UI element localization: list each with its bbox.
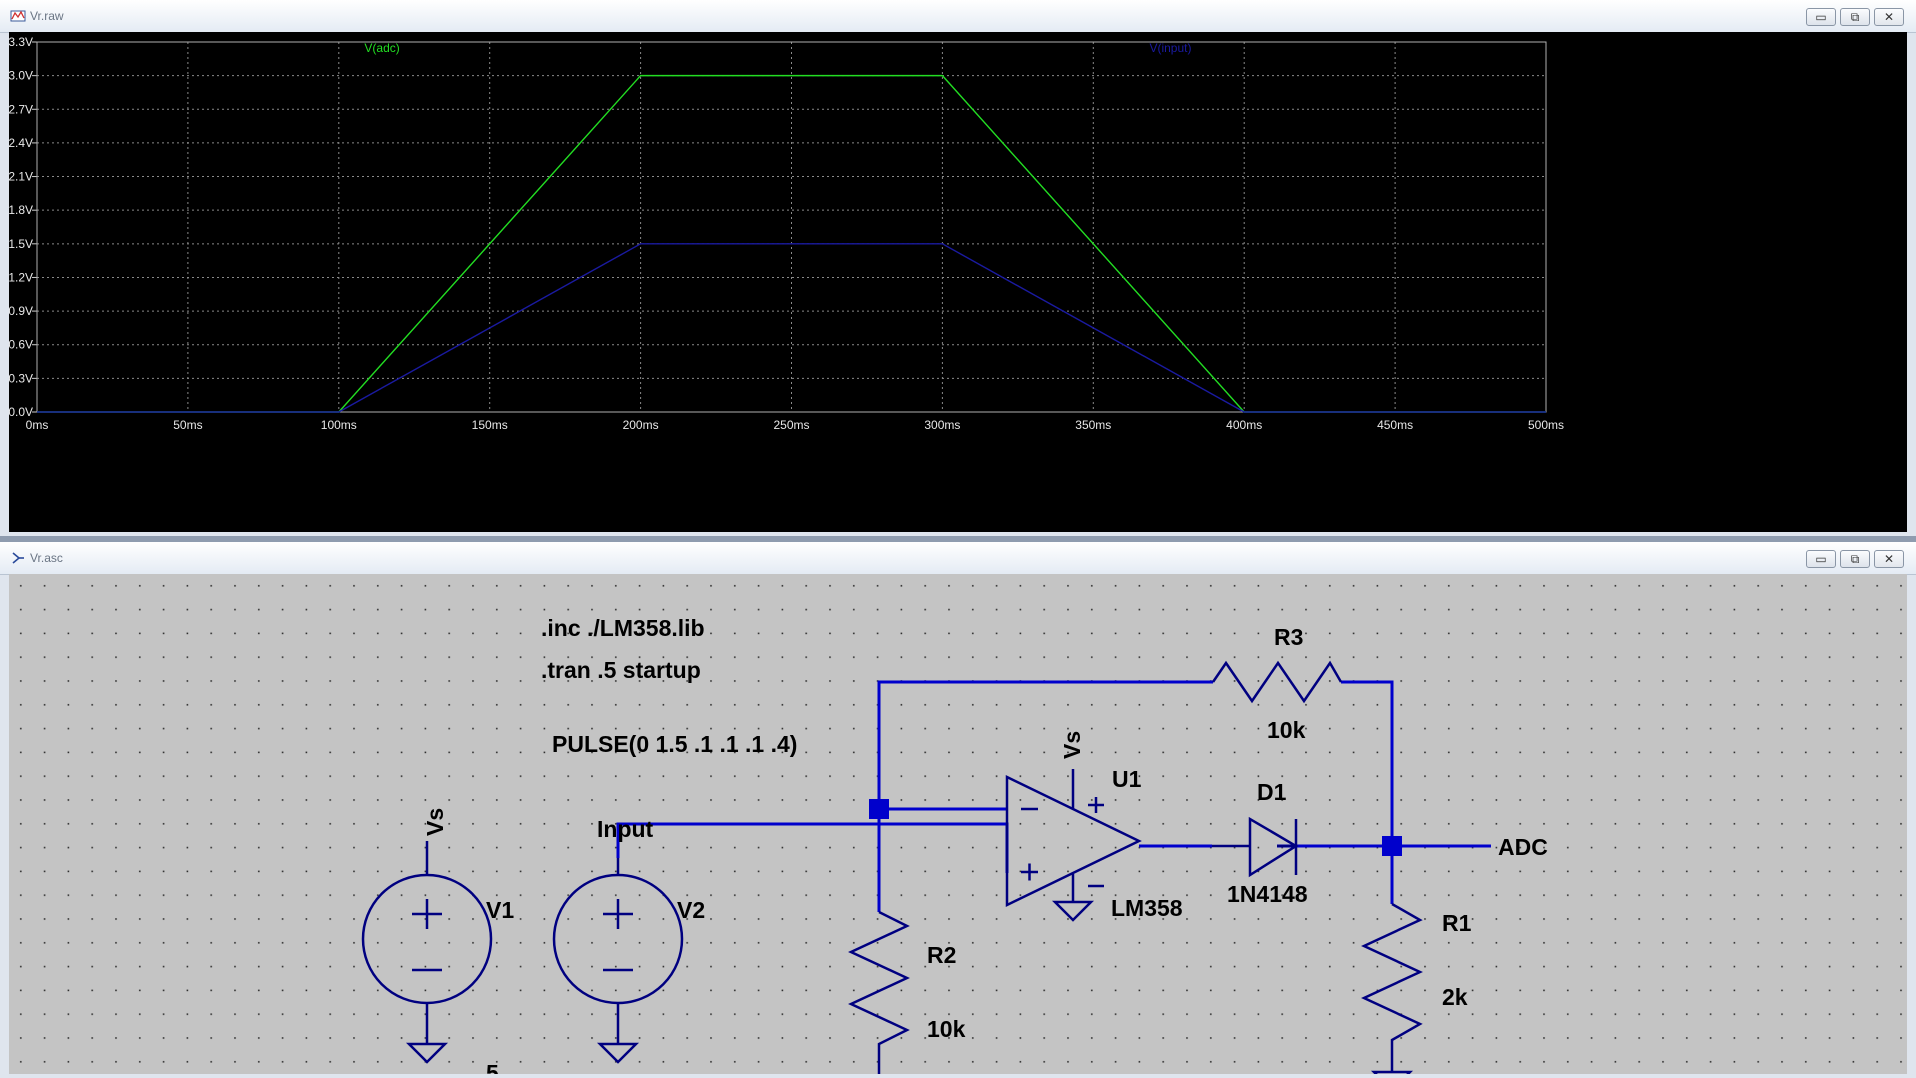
v1-node-label: Vs <box>422 808 448 836</box>
r2-resistor-symbol[interactable] <box>848 910 910 1074</box>
y-tick-label: 1.8V <box>9 203 33 217</box>
y-tick-label: 0.0V <box>9 405 33 419</box>
r1-value: 2k <box>1442 984 1468 1010</box>
junction-dot <box>1382 836 1402 856</box>
x-tick-label: 150ms <box>472 418 508 432</box>
r1-name: R1 <box>1442 910 1472 936</box>
x-tick-label: 0ms <box>26 418 49 432</box>
minimize-button[interactable]: ▭ <box>1806 8 1836 26</box>
x-tick-label: 300ms <box>924 418 960 432</box>
schematic-titlebar[interactable]: Vr.asc ▭ ⧉ ✕ <box>0 542 1916 575</box>
y-tick-label: 1.2V <box>9 270 33 284</box>
u1-model: LM358 <box>1111 895 1183 921</box>
plot-background <box>9 32 1907 532</box>
include-directive[interactable]: .inc ./LM358.lib <box>541 615 705 641</box>
v1-plus-mark <box>412 899 442 929</box>
x-tick-label: 350ms <box>1075 418 1111 432</box>
d1-name: D1 <box>1257 779 1287 805</box>
trace-label[interactable]: V(input) <box>1149 41 1191 55</box>
y-tick-label: 2.4V <box>9 136 33 150</box>
components[interactable] <box>361 660 1423 1074</box>
y-tick-label: 1.5V <box>9 237 33 251</box>
y-tick-label: 0.9V <box>9 304 33 318</box>
u1-noninverting-mark <box>1021 863 1038 881</box>
plot-frame <box>36 41 1547 413</box>
schematic-window-title: Vr.asc <box>30 551 63 565</box>
waveform-window-title: Vr.raw <box>30 9 64 23</box>
polarity-marks <box>412 797 1104 972</box>
adc-net-label[interactable]: ADC <box>1498 834 1548 860</box>
close-button[interactable]: ✕ <box>1874 8 1904 26</box>
ground-icon <box>1370 1070 1414 1074</box>
feedback-wire-right[interactable] <box>1341 680 1394 893</box>
ground-icon <box>1051 900 1095 922</box>
y-tick-label: 0.3V <box>9 371 33 385</box>
schematic-window: Vr.asc ▭ ⧉ ✕ .inc ./LM358.lib .tran .5 s… <box>0 542 1916 1078</box>
trace-label[interactable]: V(adc) <box>364 41 399 55</box>
x-tick-label: 50ms <box>173 418 202 432</box>
x-axis-labels: 0ms 50ms 100ms 150ms 200ms 250ms 300ms 350ms 400… <box>26 418 1564 432</box>
r1-resistor-symbol[interactable] <box>1361 902 1423 1072</box>
d1-model: 1N4148 <box>1227 881 1308 907</box>
y-axis-labels: 3.3V 3.0V 2.7V 2.4V 2.1V 1.8V 1.5V 1.2V 0.9V 0.6V… <box>9 35 33 419</box>
r2-name: R2 <box>927 942 956 968</box>
x-tick-label: 500ms <box>1528 418 1564 432</box>
v2-plus-mark <box>603 899 633 929</box>
close-button[interactable]: ✕ <box>1874 550 1904 568</box>
y-tick-label: 2.7V <box>9 102 33 116</box>
ground-symbols <box>405 900 1414 1074</box>
u1-vplus-mark <box>1088 797 1104 813</box>
pulse-source-value[interactable]: PULSE(0 1.5 .1 .1 .1 .4) <box>552 731 797 757</box>
input-net-label[interactable]: Input <box>597 816 654 842</box>
y-tick-label: 3.3V <box>9 35 33 49</box>
plot-traces <box>37 74 1546 413</box>
schematic-app-icon <box>12 552 24 564</box>
r3-value: 10k <box>1267 717 1306 743</box>
minimize-button[interactable]: ▭ <box>1806 550 1836 568</box>
v2-name: V2 <box>677 897 705 923</box>
restore-button[interactable]: ⧉ <box>1840 550 1870 568</box>
y-tick-label: 2.1V <box>9 170 33 184</box>
y-tick-label: 0.6V <box>9 338 33 352</box>
r2-value: 10k <box>927 1016 966 1042</box>
x-tick-label: 100ms <box>321 418 357 432</box>
x-tick-label: 200ms <box>623 418 659 432</box>
d1-diode-symbol[interactable] <box>1212 816 1299 878</box>
ground-icon <box>596 1042 640 1064</box>
r3-resistor-symbol[interactable] <box>1211 660 1343 704</box>
r3-name: R3 <box>1274 624 1303 650</box>
tran-directive[interactable]: .tran .5 startup <box>541 657 701 683</box>
trace-vinput <box>37 243 1546 413</box>
x-tick-label: 250ms <box>773 418 809 432</box>
waveform-window: Vr.raw ▭ ⧉ ✕ 3.3V 3.0V 2.7V 2.4V 2.1V 1.8V 1.5… <box>0 0 1916 536</box>
junction-dot <box>869 799 889 819</box>
feedback-wire-left[interactable] <box>877 680 1213 832</box>
x-tick-label: 450ms <box>1377 418 1413 432</box>
y-tick-label: 3.0V <box>9 69 33 83</box>
schematic-canvas[interactable]: .inc ./LM358.lib .tran .5 startup PULSE(… <box>9 574 1907 1074</box>
waveform-plot[interactable]: 3.3V 3.0V 2.7V 2.4V 2.1V 1.8V 1.5V 1.2V 0.9V 0.6V… <box>9 32 1907 532</box>
trace-legend[interactable]: V(adc) V(input) <box>364 41 1191 55</box>
v1-name: V1 <box>486 897 514 923</box>
ground-icon <box>405 1042 449 1064</box>
v1-value: 5 <box>486 1060 499 1074</box>
u1-supply-label: Vs <box>1059 731 1085 759</box>
waveform-titlebar[interactable]: Vr.raw ▭ ⧉ ✕ <box>0 0 1916 33</box>
u1-name: U1 <box>1112 766 1142 792</box>
restore-button[interactable]: ⧉ <box>1840 8 1870 26</box>
waveform-app-icon <box>10 10 26 22</box>
x-tick-label: 400ms <box>1226 418 1262 432</box>
